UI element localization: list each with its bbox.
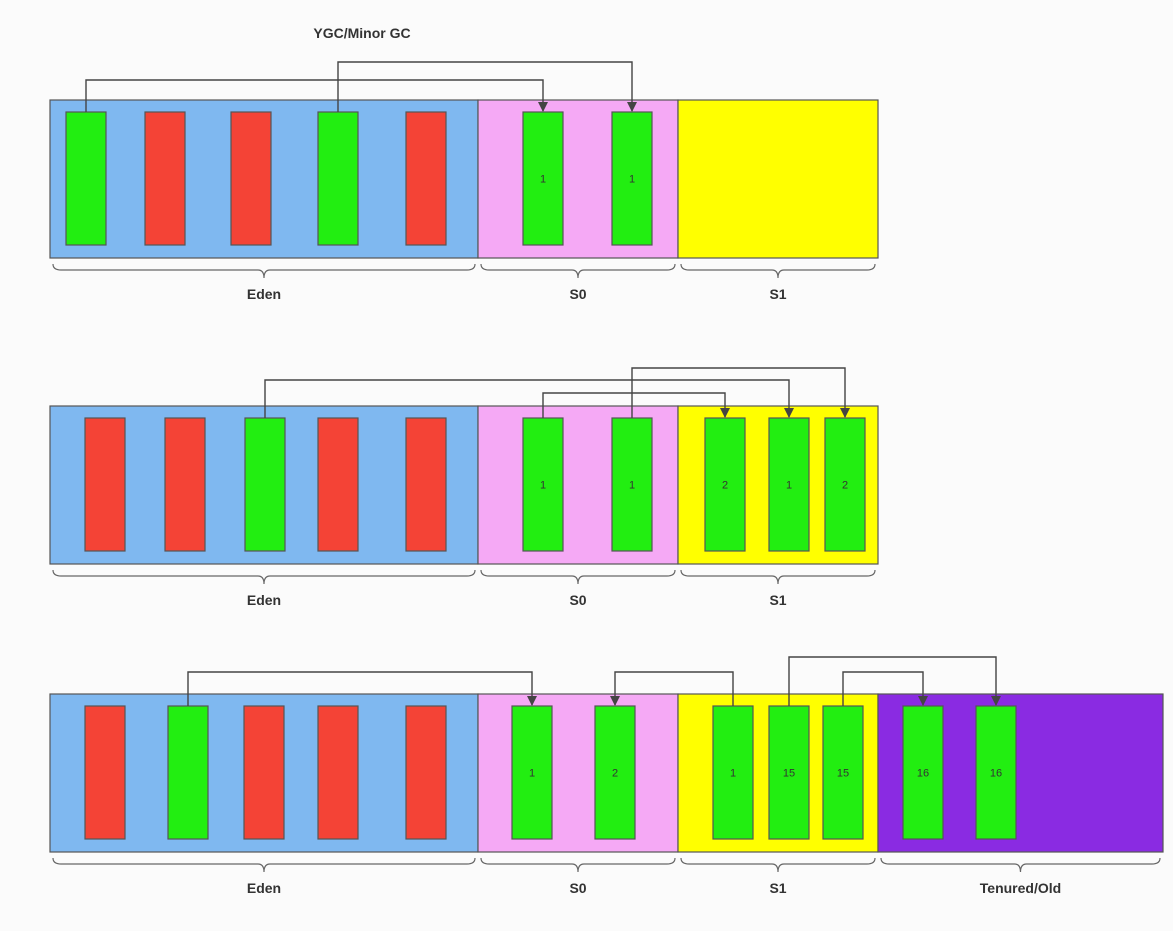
object-age: 2 <box>842 480 848 492</box>
move-arrow <box>788 656 1001 706</box>
move-arrow <box>610 671 734 706</box>
object-dead <box>230 111 272 246</box>
object-live <box>611 111 653 246</box>
object-live <box>975 705 1017 840</box>
object-age: 16 <box>990 768 1002 780</box>
object-age: 16 <box>917 768 929 780</box>
object-age: 1 <box>629 174 635 186</box>
region-label-s0: S0 <box>569 880 586 896</box>
gc-stage-3: 1 2 1 15 15 16 16 <box>49 693 1164 853</box>
move-arrow <box>542 392 730 418</box>
object-live <box>522 417 564 552</box>
object-age: 2 <box>612 768 618 780</box>
region-label-eden: Eden <box>247 880 281 896</box>
object-live <box>594 705 636 840</box>
object-live <box>65 111 107 246</box>
object-age: 15 <box>837 768 849 780</box>
object-live <box>712 705 754 840</box>
object-age: 1 <box>529 768 535 780</box>
object-live <box>704 417 746 552</box>
region-brace-s0 <box>480 857 676 873</box>
region-brace-tenured <box>880 857 1161 873</box>
object-age: 1 <box>540 480 546 492</box>
region-s0 <box>477 693 679 853</box>
object-live <box>244 417 286 552</box>
region-label-s1: S1 <box>769 880 786 896</box>
region-brace-s1 <box>680 569 876 585</box>
region-s1 <box>677 99 879 259</box>
region-brace-eden <box>52 263 476 279</box>
object-live <box>167 705 209 840</box>
region-label-s1: S1 <box>769 286 786 302</box>
object-live <box>611 417 653 552</box>
object-age: 1 <box>629 480 635 492</box>
region-label-eden: Eden <box>247 286 281 302</box>
object-dead <box>144 111 186 246</box>
object-dead <box>84 417 126 552</box>
object-dead <box>243 705 285 840</box>
object-age: 1 <box>786 480 792 492</box>
move-arrow <box>337 61 637 112</box>
region-brace-s1 <box>680 857 876 873</box>
object-age: 15 <box>783 768 795 780</box>
object-dead <box>164 417 206 552</box>
object-dead <box>317 705 359 840</box>
move-arrow <box>187 671 537 706</box>
region-label-s1: S1 <box>769 592 786 608</box>
move-arrow <box>631 367 850 418</box>
object-dead <box>317 417 359 552</box>
region-label-eden: Eden <box>247 592 281 608</box>
region-label-tenured: Tenured/Old <box>980 880 1061 896</box>
move-arrow <box>85 79 548 112</box>
object-live <box>824 417 866 552</box>
object-live <box>902 705 944 840</box>
object-dead <box>405 705 447 840</box>
object-dead <box>405 111 447 246</box>
object-live <box>511 705 553 840</box>
move-arrow <box>264 379 794 418</box>
object-age: 1 <box>540 174 546 186</box>
region-label-s0: S0 <box>569 592 586 608</box>
region-brace-eden <box>52 857 476 873</box>
object-live <box>768 705 810 840</box>
object-age: 2 <box>722 480 728 492</box>
gc-stage-2: 1 1 2 1 2 <box>49 405 879 565</box>
region-brace-s0 <box>480 263 676 279</box>
move-arrow <box>842 671 928 706</box>
region-brace-s0 <box>480 569 676 585</box>
object-live <box>522 111 564 246</box>
diagram-title: YGC/Minor GC <box>313 25 410 41</box>
object-dead <box>405 417 447 552</box>
region-brace-eden <box>52 569 476 585</box>
region-label-s0: S0 <box>569 286 586 302</box>
object-age: 1 <box>730 768 736 780</box>
object-live <box>822 705 864 840</box>
object-live <box>317 111 359 246</box>
region-brace-s1 <box>680 263 876 279</box>
object-dead <box>84 705 126 840</box>
object-live <box>768 417 810 552</box>
